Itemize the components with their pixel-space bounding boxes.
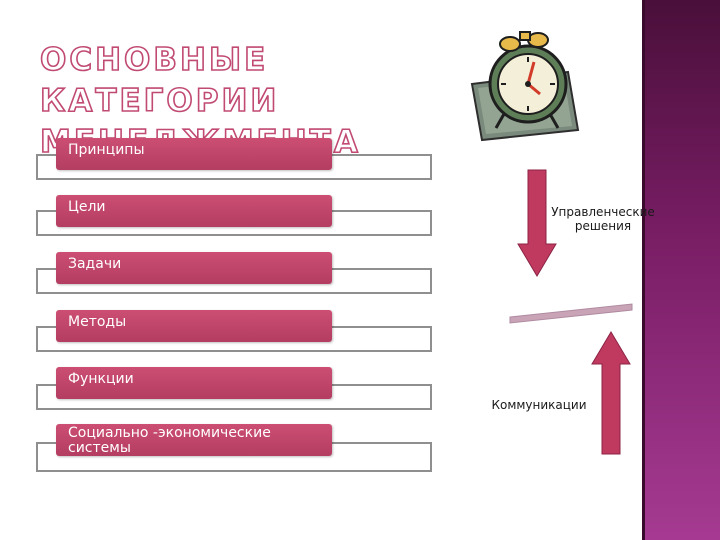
up-arrow-icon <box>591 331 631 455</box>
title-line-1: ОСНОВНЫЕ КАТЕГОРИИ <box>39 41 280 120</box>
category-socio-economic-systems: Социально -экономические системы <box>56 424 332 456</box>
divider-line <box>509 303 633 324</box>
flow-arrows <box>496 164 646 464</box>
label-communications: Коммуникации <box>491 398 587 412</box>
category-methods: Методы <box>56 310 332 342</box>
decorative-side-band <box>642 0 720 540</box>
category-goals: Цели <box>56 195 332 227</box>
label-management-decisions: Управленческие решения <box>551 205 655 233</box>
category-tasks: Задачи <box>56 252 332 284</box>
down-arrow-icon <box>517 169 557 277</box>
alarm-clock-icon <box>460 22 590 142</box>
category-principles: Принципы <box>56 138 332 170</box>
category-functions: Функции <box>56 367 332 399</box>
